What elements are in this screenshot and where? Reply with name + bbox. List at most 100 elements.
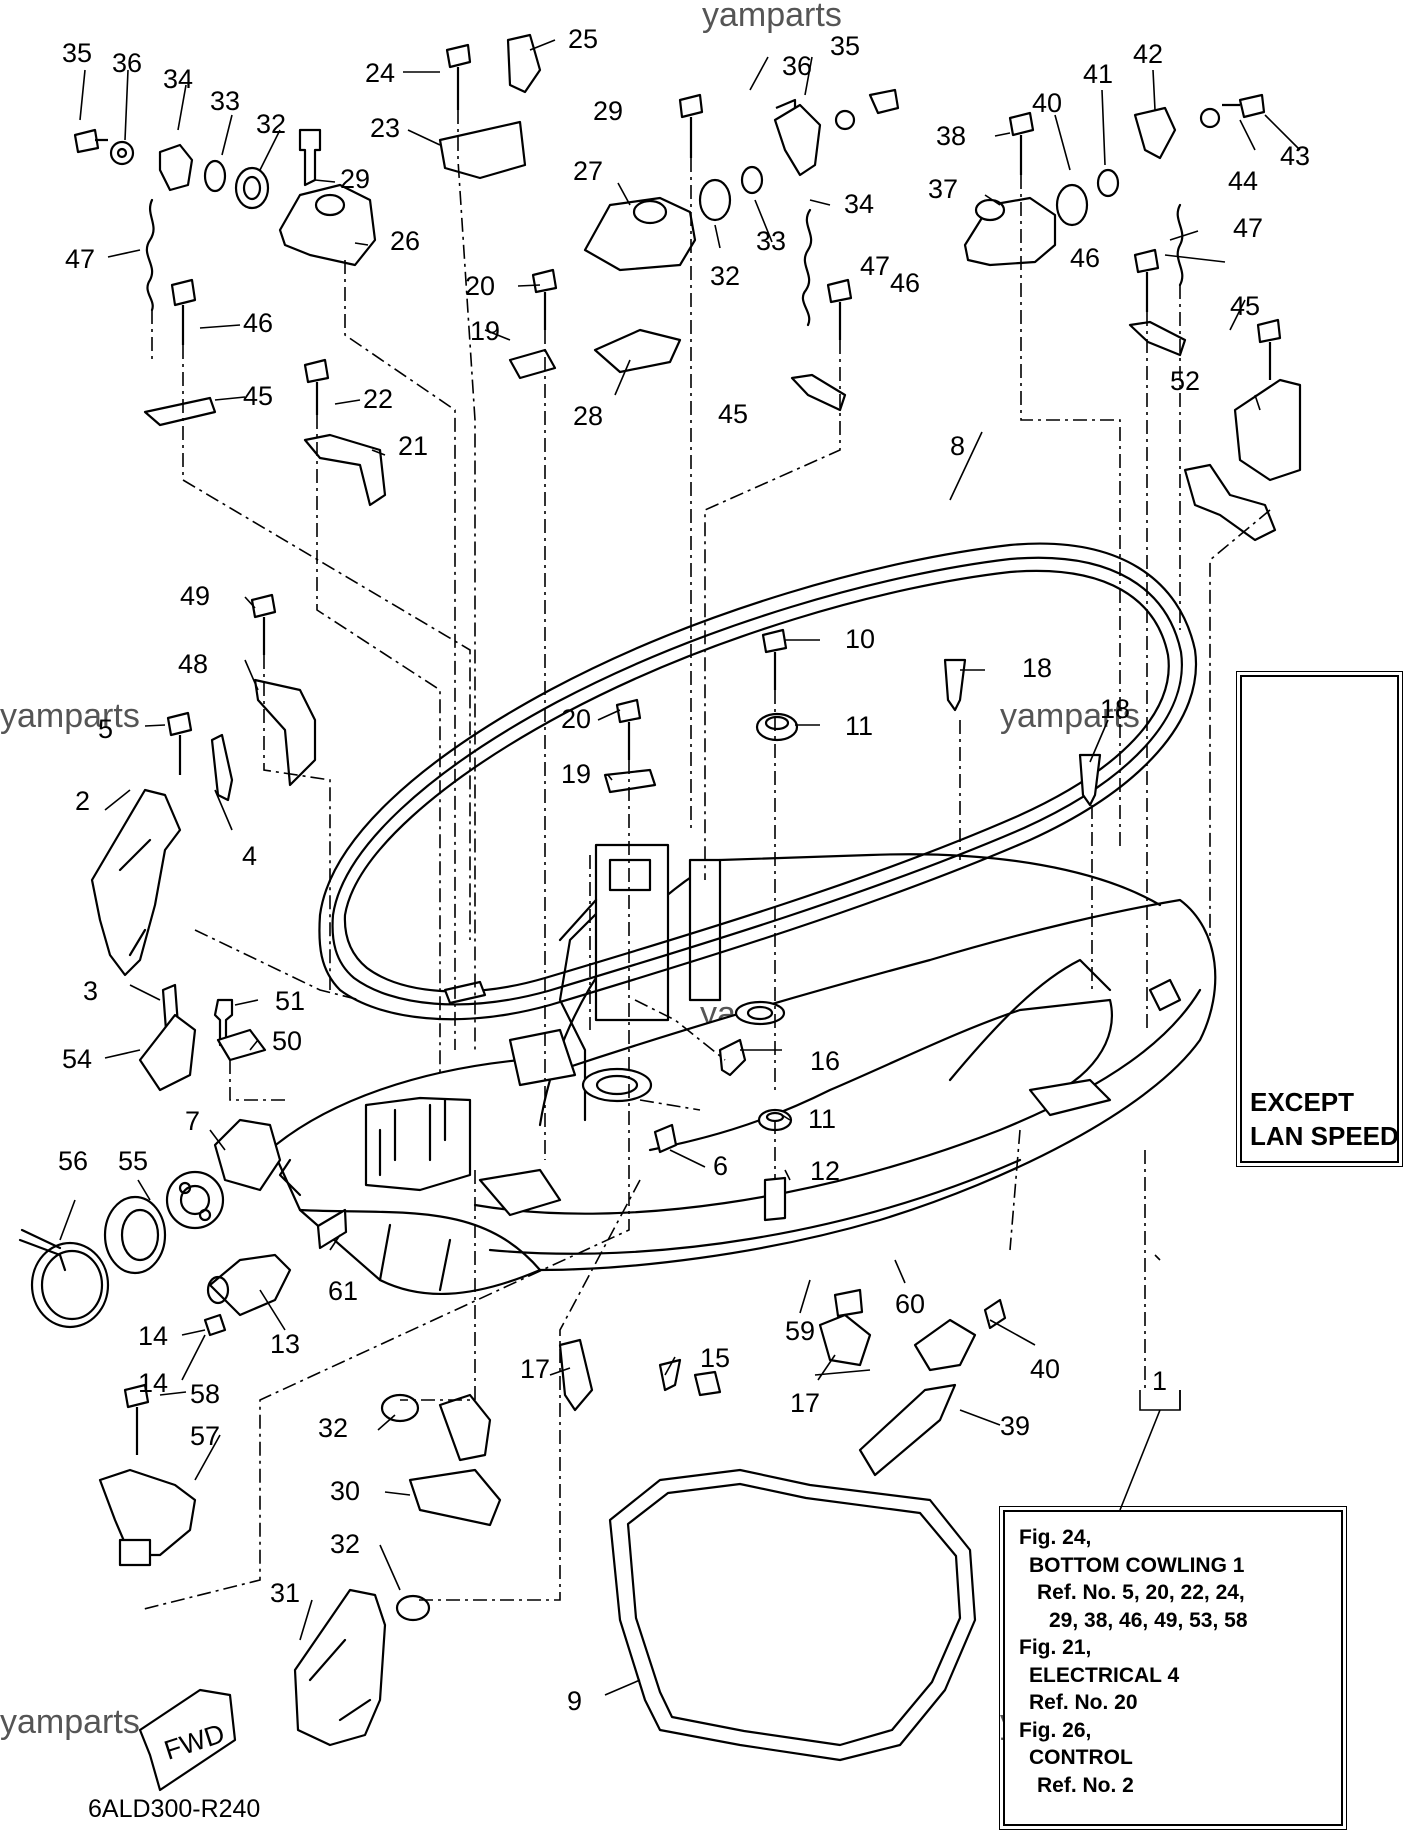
callout-14b: 14: [138, 1368, 168, 1398]
ref-line-10: Ref. No. 2: [1037, 1773, 1134, 1797]
callout-40b: 40: [1030, 1354, 1060, 1384]
bottom-cowling: [270, 843, 1217, 1296]
callout-4: 4: [242, 841, 257, 871]
callout-28: 28: [573, 401, 603, 431]
callout-36: 36: [112, 48, 142, 78]
callout-45c: 45: [1230, 291, 1260, 321]
callout-42: 42: [1133, 39, 1163, 69]
ref-line-3: Ref. No. 5, 20, 22, 24,: [1037, 1581, 1245, 1604]
ref-line-9: CONTROL: [1029, 1746, 1133, 1769]
callout-56: 56: [58, 1146, 88, 1176]
callout-24: 24: [365, 58, 395, 88]
reference-box: Fig. 24, BOTTOM COWLING 1 Ref. No. 5, 20…: [999, 1506, 1347, 1830]
callout-35: 35: [62, 38, 92, 68]
callout-9: 9: [567, 1686, 582, 1716]
callout-10: 10: [845, 624, 875, 654]
callout-32c: 32: [318, 1413, 348, 1443]
callout-45b: 45: [718, 399, 748, 429]
watermark-bottom-left: yamparts: [0, 1703, 140, 1741]
callout-6: 6: [713, 1151, 728, 1181]
callout-40: 40: [1032, 88, 1062, 118]
callout-22: 22: [363, 384, 393, 414]
callout-29b: 29: [593, 96, 623, 126]
callout-47: 47: [65, 244, 95, 274]
callout-32b: 32: [710, 261, 740, 291]
callout-44: 44: [1228, 166, 1258, 196]
callout-38: 38: [936, 121, 966, 151]
callout-46: 46: [243, 308, 273, 338]
callout-49: 49: [180, 581, 210, 611]
callout-30: 30: [330, 1476, 360, 1506]
callout-34b: 34: [844, 189, 874, 219]
callout-34: 34: [163, 64, 193, 94]
callout-36b: 36: [782, 51, 812, 81]
callout-32: 32: [256, 109, 286, 139]
callout-13: 13: [270, 1329, 300, 1359]
callout-18a: 18: [1022, 653, 1052, 683]
cowling-seal: [318, 542, 1198, 1021]
bottom-seal: [608, 1468, 977, 1762]
callout-27: 27: [573, 156, 603, 186]
callout-45: 45: [243, 381, 273, 411]
callout-39: 39: [1000, 1411, 1030, 1441]
callout-11: 11: [845, 711, 873, 741]
callout-43: 43: [1280, 141, 1310, 171]
callout-3: 3: [83, 976, 98, 1006]
ref-line-1: Fig. 24,: [1019, 1526, 1092, 1549]
callout-48: 48: [178, 649, 208, 679]
callout-5: 5: [98, 714, 113, 744]
except-line-1: EXCEPT: [1250, 1087, 1355, 1117]
callout-26: 26: [390, 226, 420, 256]
callout-47c: 47: [1233, 213, 1263, 243]
callout-55: 55: [118, 1146, 148, 1176]
ref-line-8: Fig. 26,: [1019, 1718, 1092, 1742]
callout-54: 54: [62, 1044, 92, 1074]
callout-16: 16: [810, 1046, 840, 1076]
callout-19b: 19: [561, 759, 591, 789]
callout-33b: 33: [756, 226, 786, 256]
callout-61: 61: [328, 1276, 358, 1306]
callout-17a: 17: [520, 1354, 550, 1384]
callout-32d: 32: [330, 1529, 360, 1559]
leader-lines: [59, 39, 1331, 1696]
callout-18b: 18: [1100, 694, 1130, 724]
catalog-code: 6ALD300-R240: [88, 1795, 261, 1823]
ref-line-5: Fig. 21,: [1019, 1636, 1092, 1659]
callout-19: 19: [470, 316, 500, 346]
callout-7: 7: [185, 1106, 200, 1136]
callout-29: 29: [340, 164, 370, 194]
callout-31: 31: [270, 1578, 300, 1608]
callout-11b: 11: [808, 1104, 836, 1134]
callout-47b: 47: [860, 251, 890, 281]
except-text: EXCEPT LAN SPEED: [1250, 1085, 1399, 1153]
callout-60: 60: [895, 1289, 925, 1319]
callout-57: 57: [190, 1421, 220, 1451]
callout-23: 23: [370, 113, 400, 143]
callout-33: 33: [210, 86, 240, 116]
ref-line-7: Ref. No. 20: [1029, 1691, 1138, 1714]
callout-1: 1: [1152, 1366, 1167, 1396]
ref-line-6: ELECTRICAL 4: [1029, 1663, 1180, 1687]
callout-41: 41: [1083, 59, 1113, 89]
callout-12: 12: [810, 1156, 840, 1186]
callout-20: 20: [465, 271, 495, 301]
callout-2: 2: [75, 786, 90, 816]
callout-59: 59: [785, 1316, 815, 1346]
callout-14a: 14: [138, 1321, 168, 1351]
callout-25: 25: [568, 24, 598, 54]
watermark-top: yamparts: [702, 0, 842, 34]
ref-line-4: 29, 38, 46, 49, 53, 58: [1049, 1608, 1248, 1632]
watermark-right: yamparts: [1000, 697, 1140, 735]
callout-46c: 46: [1070, 243, 1100, 273]
callout-35b: 35: [830, 31, 860, 61]
except-line-2: LAN SPEED: [1250, 1121, 1399, 1151]
callout-8: 8: [950, 431, 965, 461]
ref-line-2: BOTTOM COWLING 1: [1029, 1553, 1245, 1577]
callout-21: 21: [398, 431, 428, 461]
callout-20b: 20: [561, 704, 591, 734]
callout-46b: 46: [890, 268, 920, 298]
callout-52: 52: [1170, 366, 1200, 396]
callout-17b: 17: [790, 1388, 820, 1418]
callout-37: 37: [928, 174, 958, 204]
